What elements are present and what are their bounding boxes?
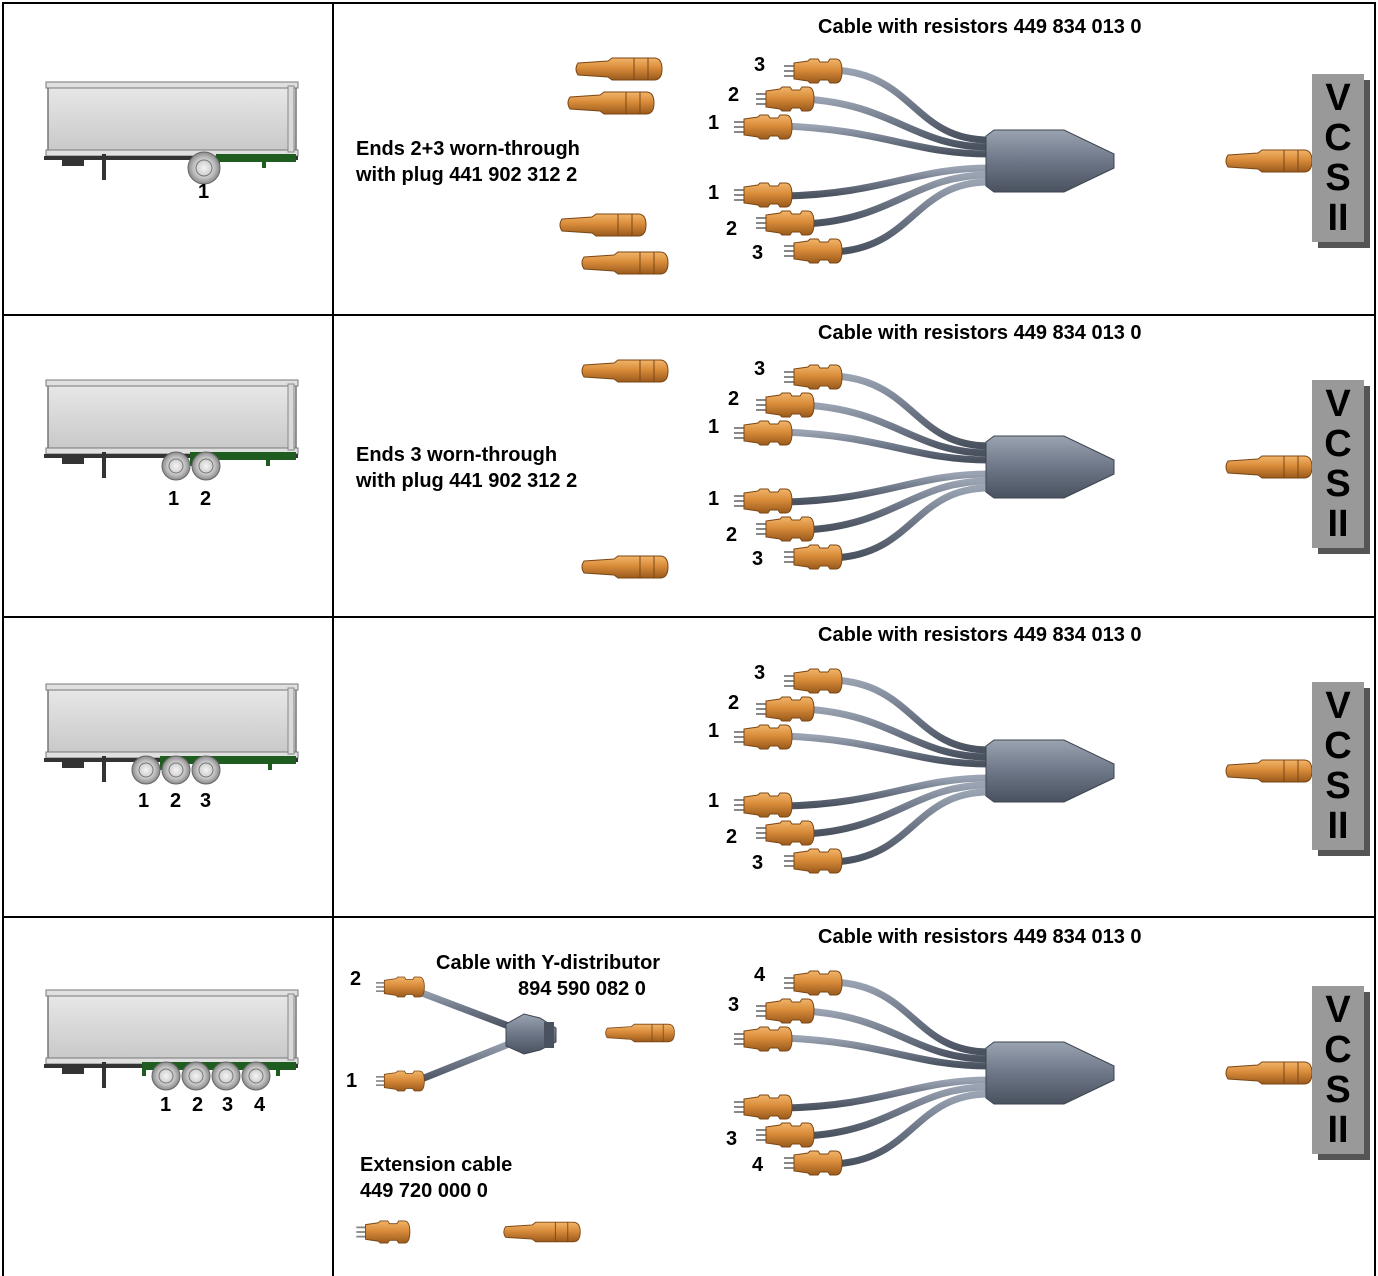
wheel-icon: [181, 1061, 211, 1091]
branch-label-l2: 2: [726, 826, 738, 848]
trailer-3-wheels: [131, 755, 221, 785]
branch-label-u2: 2: [728, 388, 740, 410]
cable-title: Cable with resistors 449 834 013 0: [818, 16, 1142, 38]
cable-cell: Cable with resistors 449 834 013 0: [334, 618, 1374, 916]
axle-number-1: 1: [160, 1094, 172, 1116]
axle-number-1: 1: [168, 488, 180, 510]
axle-number-1: 1: [138, 790, 150, 812]
trailer-2-wheels: [161, 451, 221, 481]
branch-label-u1: 3: [754, 662, 766, 684]
axle-number-3: 3: [222, 1094, 234, 1116]
branch-label-u3: 1: [708, 416, 720, 438]
resistor-cable-harness: [733, 364, 1313, 570]
trailer-2-axle-icon: [44, 379, 299, 478]
trailer-3-axle-icon: [44, 683, 299, 782]
extension-cable: [355, 1219, 581, 1245]
branch-label-l2: 3: [726, 1128, 738, 1150]
cable-title: Cable with resistors 449 834 013 0: [818, 624, 1142, 646]
branch-label-u2: 2: [728, 84, 740, 106]
cable-cell: Cable with resistors 449 834 013 0 Ends …: [334, 316, 1374, 616]
trailer-cell: 1: [4, 4, 334, 314]
axle-number-1: 1: [198, 181, 210, 203]
trailer-1-axle-icon: [44, 81, 299, 180]
axle-number-2: 2: [170, 790, 182, 812]
y-distributor-part-no: 894 590 082 0: [518, 978, 646, 1000]
wheel-icon: [161, 755, 191, 785]
row-2-axle: 1 2 Cable with resistors 449 834 013 0 E…: [2, 314, 1376, 616]
resistor-cable-harness: [733, 58, 1313, 264]
branch-label-l2: 2: [726, 218, 738, 240]
branch-label-u1: 3: [754, 54, 766, 76]
y-distributor-title: Cable with Y-distributor: [436, 952, 661, 974]
wheel-icon: [191, 451, 221, 481]
axle-number-4: 4: [254, 1094, 266, 1116]
branch-label-u1: 3: [754, 358, 766, 380]
trailer-cell: 1 2 3 4: [4, 918, 334, 1276]
y-end-label-2: 2: [350, 968, 362, 990]
row-1-axle: 1 Cable with resistors 449 834 013 0 End…: [2, 2, 1376, 314]
wheel-icon: [187, 151, 221, 185]
cable-title: Cable with resistors 449 834 013 0: [818, 926, 1142, 948]
branch-label-l1: 1: [708, 488, 720, 510]
resistor-cable-harness: [733, 970, 1313, 1176]
harness-branches: [780, 66, 1238, 256]
trailer-1-wheels: [187, 151, 221, 185]
axle-number-3: 3: [200, 790, 212, 812]
branch-label-u2: 3: [728, 994, 740, 1016]
spare-plug-icons: [581, 359, 669, 579]
note-line-1: Ends 3 worn-through: [356, 444, 558, 466]
cable-title: Cable with resistors 449 834 013 0: [818, 322, 1142, 344]
branch-label-u3: 1: [708, 112, 720, 134]
wheel-icon: [211, 1061, 241, 1091]
y-distributor-cable: [375, 976, 675, 1092]
cable-cell: Cable with resistors 449 834 013 0 Ends …: [334, 4, 1374, 314]
branch-label-u3: 1: [708, 720, 720, 742]
wheel-icon: [191, 755, 221, 785]
cable-cell: Cable with resistors 449 834 013 0 Cable…: [334, 918, 1374, 1276]
axle-number-2: 2: [200, 488, 212, 510]
trailer-4-wheels: [151, 1061, 271, 1091]
trailer-cell: 1 2: [4, 316, 334, 616]
trailer-cell: 1 2 3: [4, 618, 334, 916]
branch-label-l3: 3: [752, 242, 764, 264]
branch-label-l1: 1: [708, 182, 720, 204]
branch-label-u2: 2: [728, 692, 740, 714]
branch-label-l3: 4: [752, 1154, 764, 1176]
branch-label-l1: 1: [708, 790, 720, 812]
branch-label-l3: 3: [752, 852, 764, 874]
y-end-label-1: 1: [346, 1070, 358, 1092]
extension-title: Extension cable: [360, 1154, 513, 1176]
wheel-icon: [161, 451, 191, 481]
row-3-axle: 1 2 3 Cable with resistors 449 834 013 0: [2, 616, 1376, 916]
axle-number-2: 2: [192, 1094, 204, 1116]
spare-plug-icons: [559, 57, 669, 275]
row-4-axle: 1 2 3 4 Cable with resistors 449 834 013…: [2, 916, 1376, 1276]
wheel-icon: [151, 1061, 181, 1091]
branch-label-l3: 3: [752, 548, 764, 570]
branch-label-l2: 2: [726, 524, 738, 546]
resistor-housing: [985, 129, 1115, 193]
note-line-2: with plug 441 902 312 2: [356, 164, 578, 186]
note-line-1: Ends 2+3 worn-through: [356, 138, 580, 160]
extension-part-no: 449 720 000 0: [360, 1180, 488, 1202]
resistor-cable-harness: [733, 668, 1313, 874]
note-line-2: with plug 441 902 312 2: [356, 470, 578, 492]
y-junction: [505, 1013, 557, 1055]
wheel-icon: [131, 755, 161, 785]
wheel-icon: [241, 1061, 271, 1091]
branch-label-u1: 4: [754, 964, 766, 986]
